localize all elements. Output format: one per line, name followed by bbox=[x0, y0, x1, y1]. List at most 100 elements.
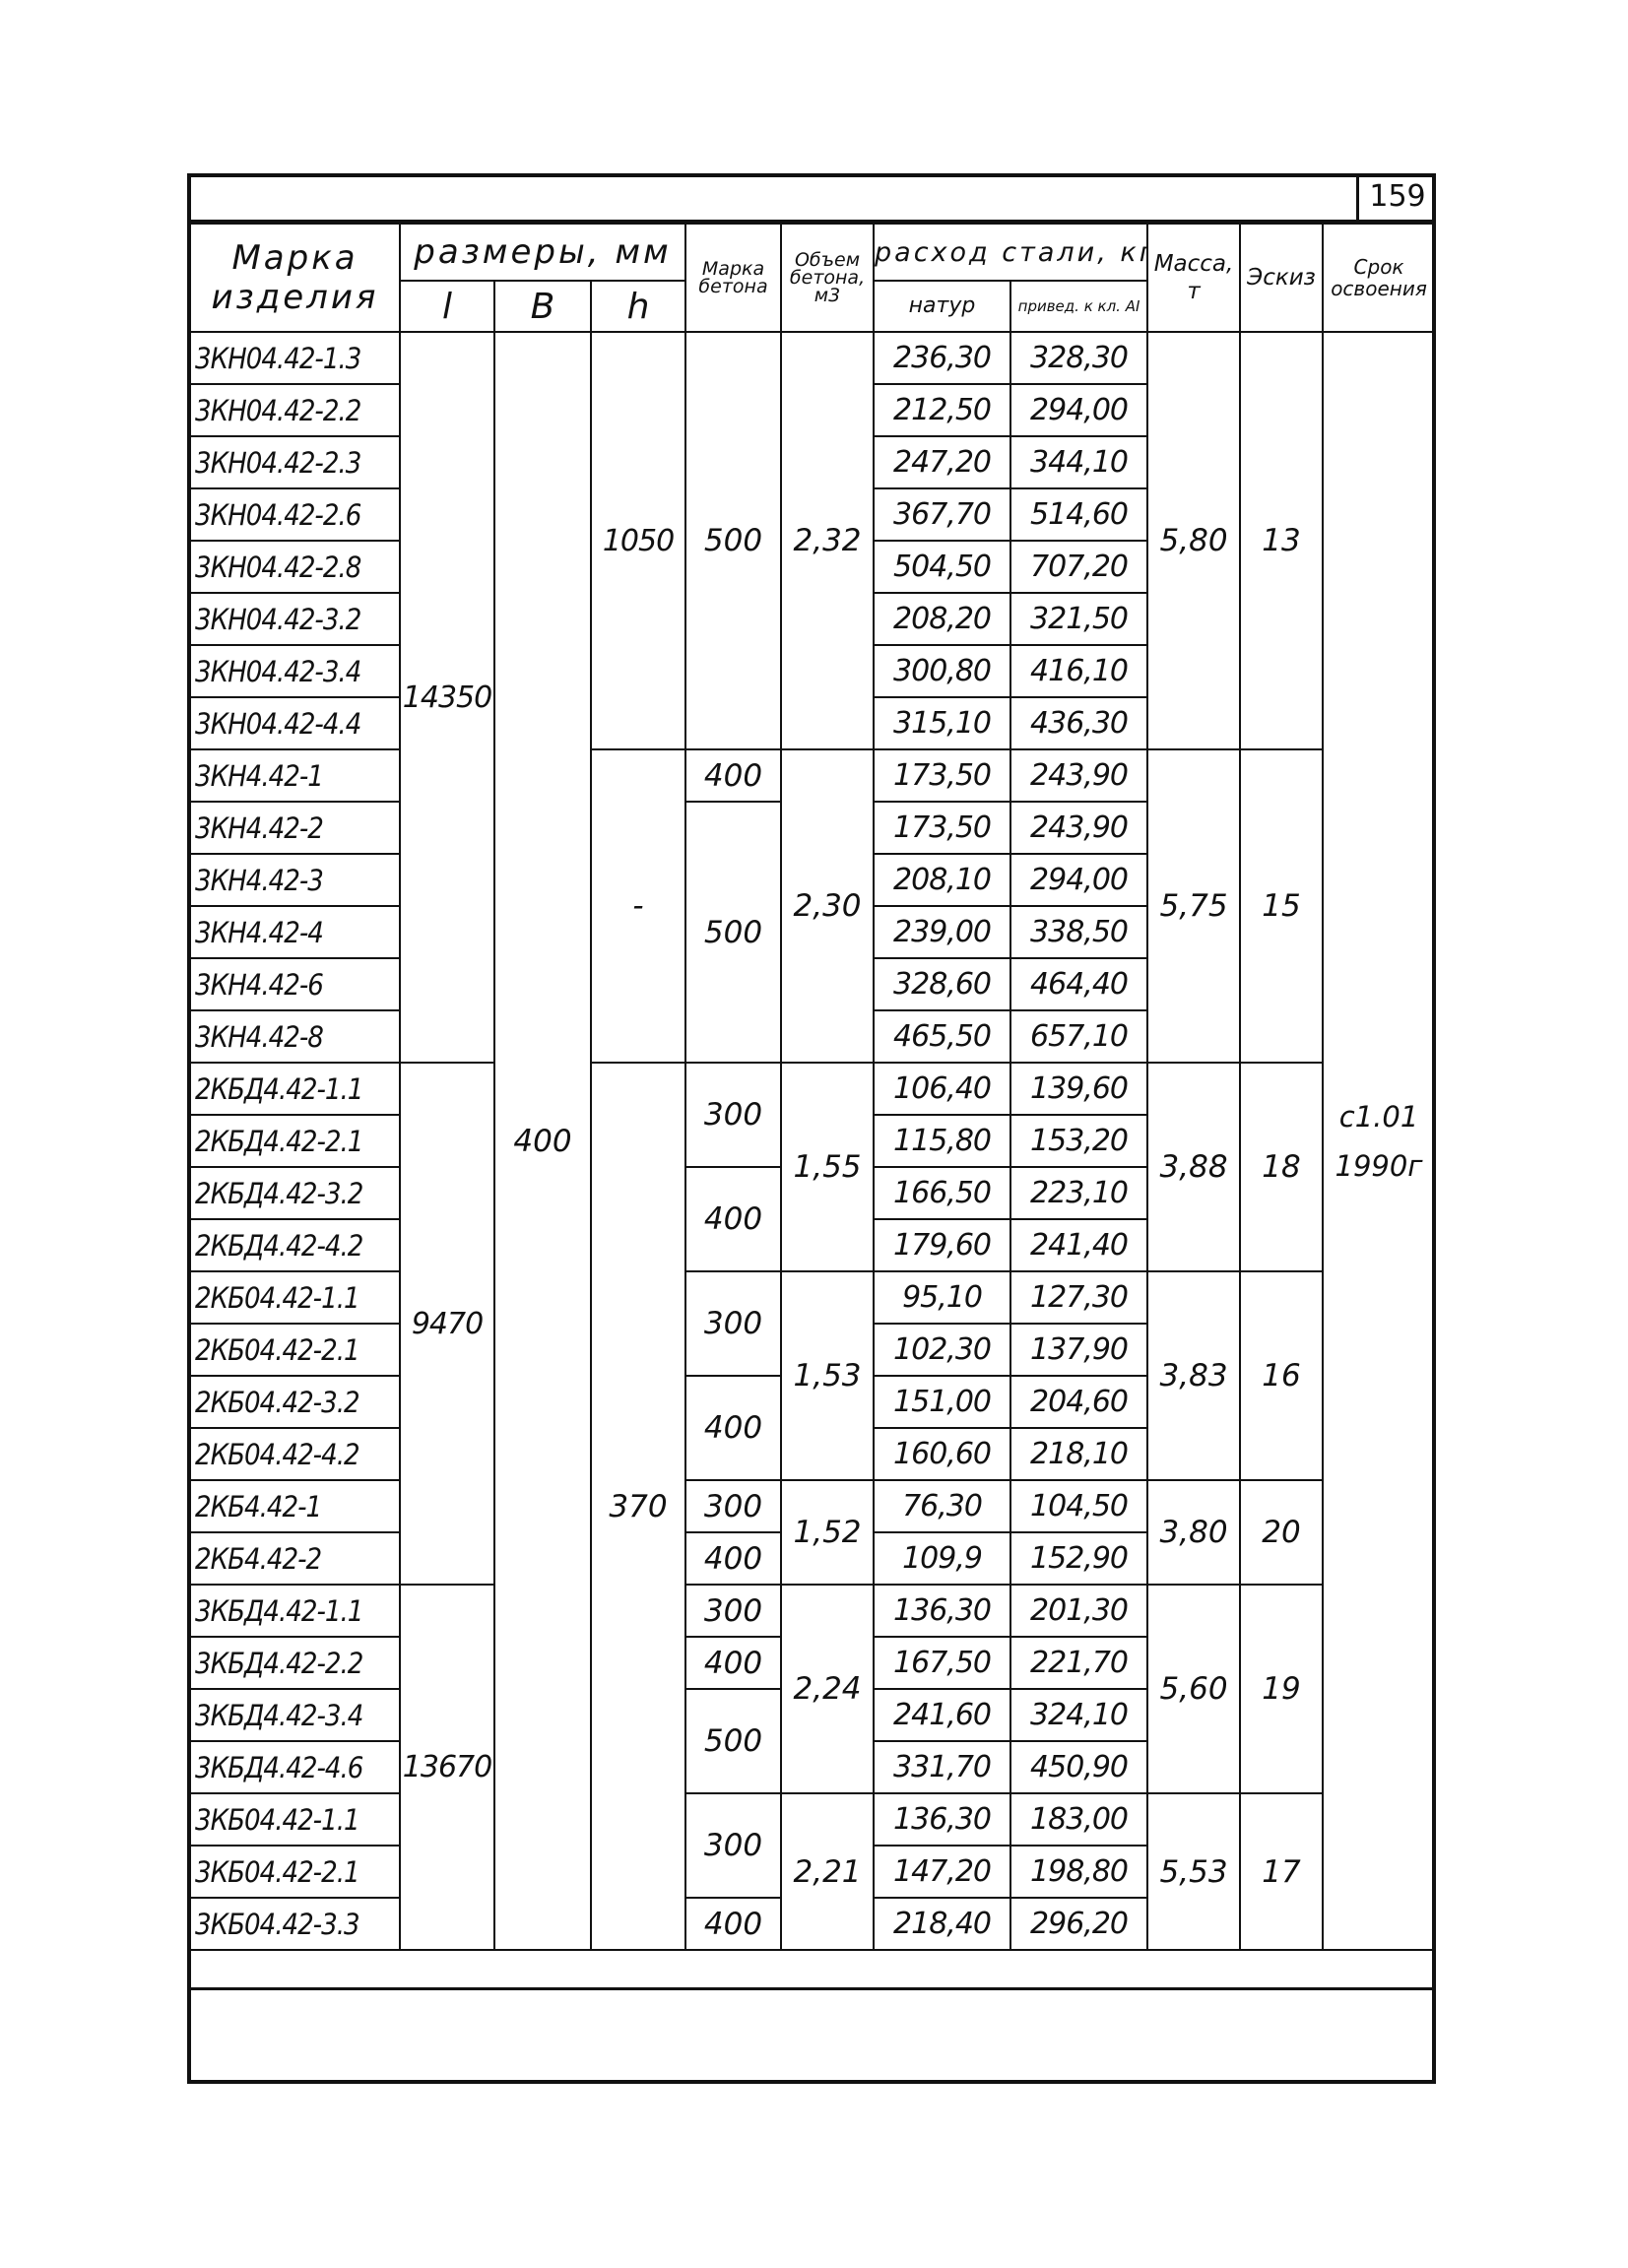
steel-natural: 102,30 bbox=[873, 1323, 1012, 1377]
steel-natural: 76,30 bbox=[873, 1479, 1012, 1533]
mass-cell: 5,53 bbox=[1146, 1792, 1242, 1951]
table-row-mark: 3КБД4.42-2.2 bbox=[189, 1636, 401, 1690]
table-row-mark: 2КБД4.42-4.2 bbox=[189, 1218, 401, 1272]
steel-reduced: 321,50 bbox=[1009, 592, 1149, 646]
table-row-mark: 3КБ04.42-1.1 bbox=[189, 1792, 401, 1847]
steel-natural: 136,30 bbox=[873, 1792, 1012, 1847]
volume-cell: 2,21 bbox=[780, 1792, 876, 1951]
volume-cell: 1,52 bbox=[780, 1479, 876, 1586]
header-reduced: привед. к кл. АI bbox=[1009, 280, 1149, 333]
table-row-mark: 2КБ4.42-1 bbox=[189, 1479, 401, 1533]
grade-cell: 300 bbox=[684, 1062, 783, 1168]
grade-cell: 500 bbox=[684, 1688, 783, 1794]
table-row-mark: 2КБ04.42-4.2 bbox=[189, 1427, 401, 1481]
table-row-mark: 3КН4.42-8 bbox=[189, 1009, 401, 1064]
mass-cell: 5,80 bbox=[1146, 331, 1242, 750]
grade-cell: 500 bbox=[684, 331, 783, 750]
grade-cell: 300 bbox=[684, 1270, 783, 1377]
table-row-mark: 3КБ04.42-3.3 bbox=[189, 1897, 401, 1951]
table-row-mark: 3КН04.42-3.4 bbox=[189, 644, 401, 698]
steel-reduced: 223,10 bbox=[1009, 1166, 1149, 1220]
steel-reduced: 201,30 bbox=[1009, 1584, 1149, 1638]
volume-cell: 1,55 bbox=[780, 1062, 876, 1272]
volume-cell: 2,24 bbox=[780, 1584, 876, 1794]
steel-reduced: 137,90 bbox=[1009, 1323, 1149, 1377]
steel-natural: 315,10 bbox=[873, 696, 1012, 750]
steel-reduced: 127,30 bbox=[1009, 1270, 1149, 1325]
grade-cell: 300 bbox=[684, 1584, 783, 1638]
steel-natural: 241,60 bbox=[873, 1688, 1012, 1742]
steel-natural: 166,50 bbox=[873, 1166, 1012, 1220]
header-concrete-grade: Марка бетона bbox=[684, 223, 783, 333]
steel-reduced: 450,90 bbox=[1009, 1740, 1149, 1794]
steel-natural: 212,50 bbox=[873, 383, 1012, 437]
table-row-mark: 3КН4.42-4 bbox=[189, 905, 401, 959]
sketch-cell: 20 bbox=[1239, 1479, 1325, 1586]
steel-natural: 367,70 bbox=[873, 487, 1012, 542]
steel-natural: 179,60 bbox=[873, 1218, 1012, 1272]
sketch-cell: 13 bbox=[1239, 331, 1325, 750]
grade-cell: 300 bbox=[684, 1479, 783, 1533]
table-row-mark: 3КБД4.42-4.6 bbox=[189, 1740, 401, 1794]
steel-natural: 173,50 bbox=[873, 748, 1012, 803]
steel-reduced: 152,90 bbox=[1009, 1531, 1149, 1586]
header-steel: расход стали, кг bbox=[873, 223, 1149, 282]
steel-natural: 95,10 bbox=[873, 1270, 1012, 1325]
width-cell: 400 bbox=[493, 331, 592, 1951]
table-row-mark: 3КН4.42-2 bbox=[189, 801, 401, 855]
steel-natural: 173,50 bbox=[873, 801, 1012, 855]
page-number: 159 bbox=[1356, 173, 1436, 223]
grade-cell: 400 bbox=[684, 1636, 783, 1690]
table-row-mark: 2КБ04.42-1.1 bbox=[189, 1270, 401, 1325]
steel-natural: 160,60 bbox=[873, 1427, 1012, 1481]
header-sketch: Эскиз bbox=[1239, 223, 1325, 333]
table-row-mark: 2КБД4.42-3.2 bbox=[189, 1166, 401, 1220]
steel-reduced: 294,00 bbox=[1009, 383, 1149, 437]
table-row-mark: 3КН4.42-6 bbox=[189, 957, 401, 1011]
sketch-cell: 17 bbox=[1239, 1792, 1325, 1951]
table-row-mark: 3КН4.42-1 bbox=[189, 748, 401, 803]
steel-reduced: 328,30 bbox=[1009, 331, 1149, 385]
steel-natural: 115,80 bbox=[873, 1114, 1012, 1168]
steel-reduced: 324,10 bbox=[1009, 1688, 1149, 1742]
header-l: l bbox=[399, 280, 495, 333]
steel-natural: 247,20 bbox=[873, 435, 1012, 489]
steel-natural: 106,40 bbox=[873, 1062, 1012, 1116]
steel-reduced: 436,30 bbox=[1009, 696, 1149, 750]
steel-reduced: 221,70 bbox=[1009, 1636, 1149, 1690]
steel-reduced: 416,10 bbox=[1009, 644, 1149, 698]
header-h: h bbox=[589, 280, 687, 333]
steel-reduced: 338,50 bbox=[1009, 905, 1149, 959]
steel-reduced: 657,10 bbox=[1009, 1009, 1149, 1064]
table-row-mark: 3КН04.42-4.4 bbox=[189, 696, 401, 750]
steel-reduced: 294,00 bbox=[1009, 853, 1149, 907]
steel-reduced: 218,10 bbox=[1009, 1427, 1149, 1481]
table-row-mark: 3КН04.42-2.3 bbox=[189, 435, 401, 489]
product-spec-table: Марка изделия размеры, мм Марка бетона О… bbox=[189, 223, 1437, 1951]
sketch-cell: 19 bbox=[1239, 1584, 1325, 1794]
steel-natural: 331,70 bbox=[873, 1740, 1012, 1794]
height-cell: 1050 bbox=[589, 331, 687, 750]
volume-cell: 1,53 bbox=[780, 1270, 876, 1481]
volume-cell: 2,32 bbox=[780, 331, 876, 750]
grade-cell: 300 bbox=[684, 1792, 783, 1899]
term-line-2: 1990г bbox=[1335, 1148, 1423, 1183]
table-row-mark: 2КБ04.42-2.1 bbox=[189, 1323, 401, 1377]
mass-cell: 3,80 bbox=[1146, 1479, 1242, 1586]
header-natural: натур bbox=[873, 280, 1012, 333]
sketch-cell: 15 bbox=[1239, 748, 1325, 1064]
table-row-mark: 3КБД4.42-3.4 bbox=[189, 1688, 401, 1742]
steel-natural: 147,20 bbox=[873, 1845, 1012, 1899]
height-cell: 370 bbox=[589, 1062, 687, 1951]
grade-cell: 400 bbox=[684, 1166, 783, 1272]
table-row-mark: 3КБ04.42-2.1 bbox=[189, 1845, 401, 1899]
mass-cell: 3,88 bbox=[1146, 1062, 1242, 1272]
steel-reduced: 514,60 bbox=[1009, 487, 1149, 542]
steel-reduced: 104,50 bbox=[1009, 1479, 1149, 1533]
table-row-mark: 3КН4.42-3 bbox=[189, 853, 401, 907]
top-rule bbox=[187, 220, 1436, 223]
table-row-mark: 2КБ4.42-2 bbox=[189, 1531, 401, 1586]
length-cell: 9470 bbox=[399, 1062, 495, 1586]
steel-natural: 300,80 bbox=[873, 644, 1012, 698]
steel-natural: 136,30 bbox=[873, 1584, 1012, 1638]
